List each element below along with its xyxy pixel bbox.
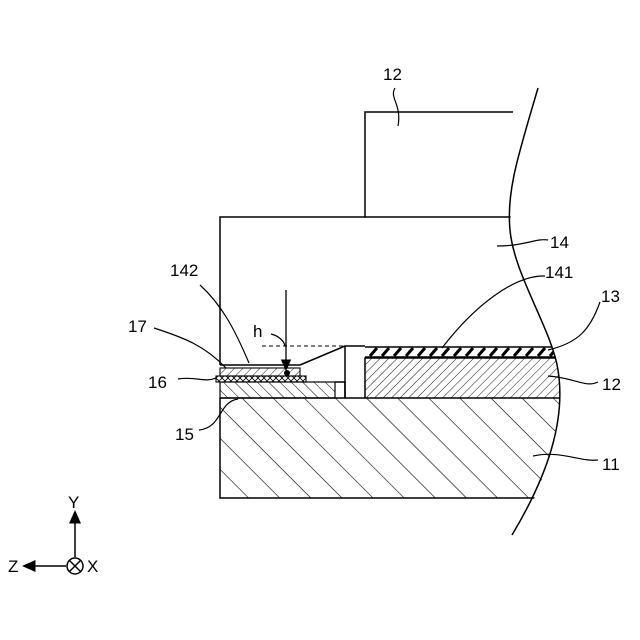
label-141: 141 xyxy=(545,263,573,282)
leader-16 xyxy=(178,378,216,380)
label-11: 11 xyxy=(602,455,620,474)
label-13: 13 xyxy=(601,287,620,306)
leader-141 xyxy=(442,276,545,348)
axis-label-y: Y xyxy=(68,493,79,512)
axis-label-x: X xyxy=(87,557,98,576)
label-142: 142 xyxy=(170,261,198,280)
leader-12-top xyxy=(393,88,398,126)
step-edge xyxy=(335,382,345,398)
label-14: 14 xyxy=(550,233,569,252)
label-17: 17 xyxy=(128,317,147,336)
leader-13 xyxy=(548,302,600,350)
layer-12-block xyxy=(365,358,585,398)
layer-15 xyxy=(220,382,335,398)
label-15: 15 xyxy=(175,425,194,444)
label-12-top: 12 xyxy=(383,65,402,84)
leader-17 xyxy=(154,328,226,368)
layer-11 xyxy=(220,398,580,498)
label-h: h xyxy=(253,322,262,341)
layer-14-body xyxy=(220,112,600,365)
coordinate-axes: Y Z X xyxy=(8,493,98,576)
leader-14 xyxy=(497,240,548,246)
label-12-right: 12 xyxy=(602,375,621,394)
layer-16 xyxy=(216,376,306,382)
label-16: 16 xyxy=(148,373,167,392)
axis-label-z: Z xyxy=(8,557,18,576)
